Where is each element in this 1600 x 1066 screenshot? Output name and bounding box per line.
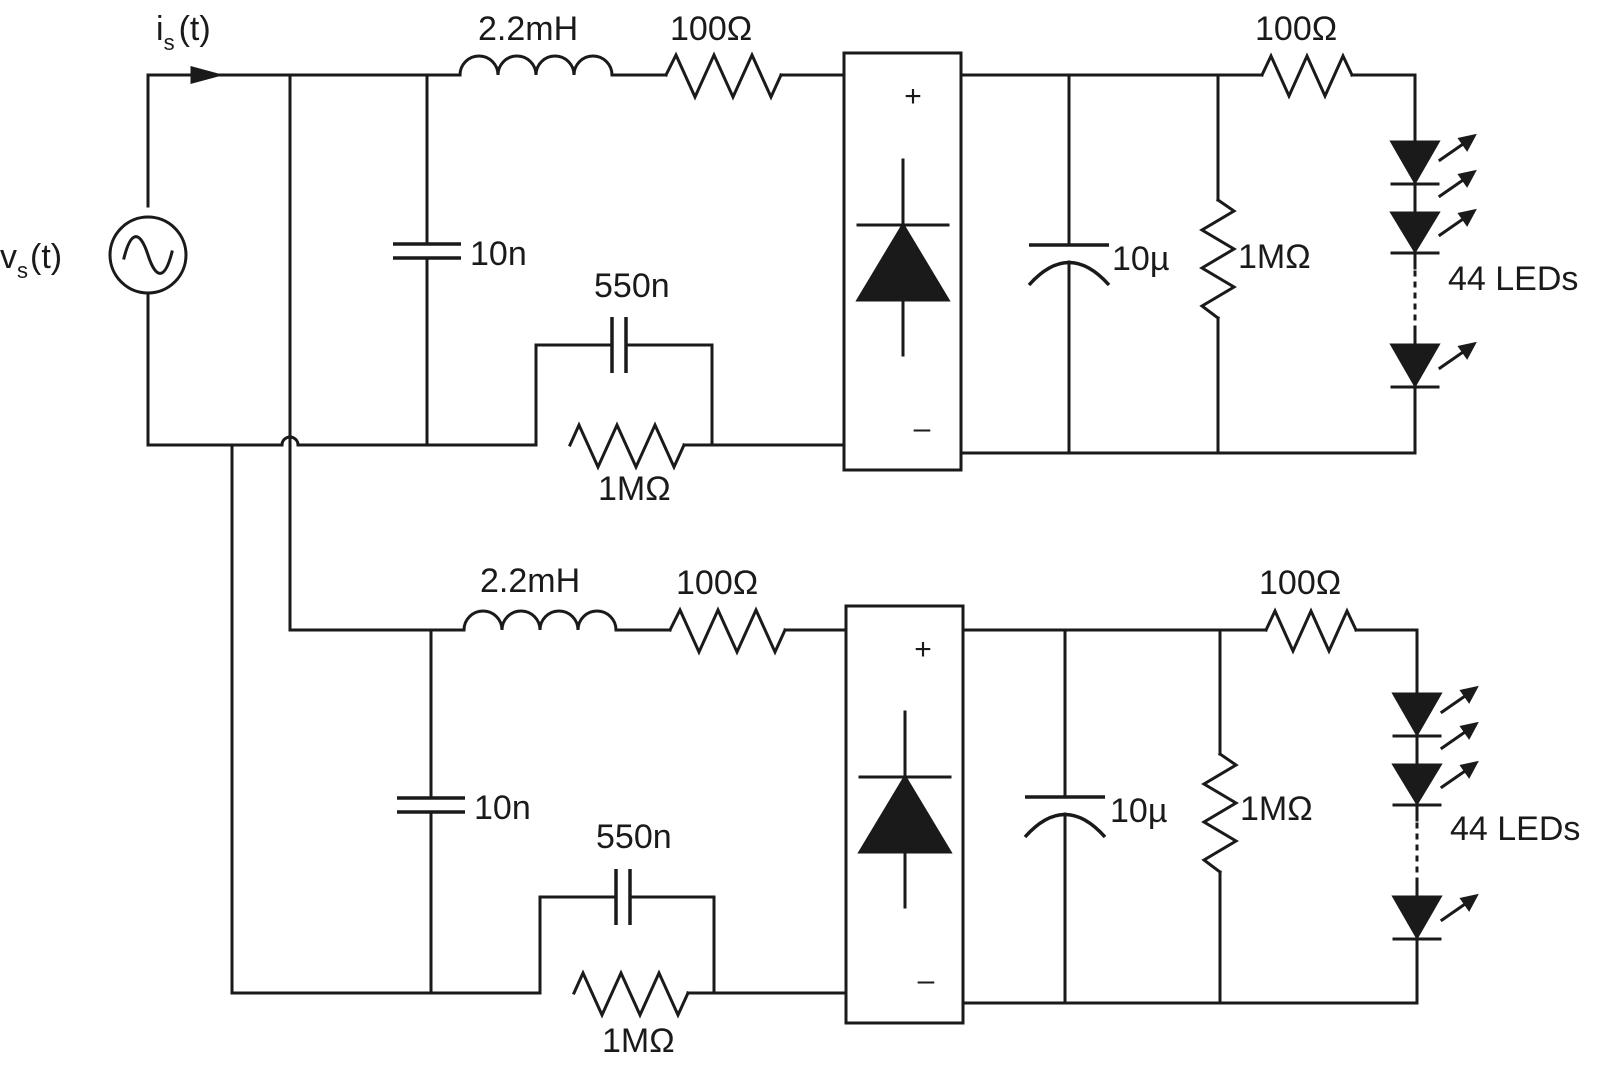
led-resistor-label: 100Ω <box>1255 10 1337 48</box>
bleed-resistor <box>1201 628 1239 1005</box>
led-2 <box>1391 760 1479 807</box>
led-n <box>1389 341 1477 389</box>
parallel-cap-label: 550n <box>594 267 670 305</box>
bleed-resistor <box>1199 73 1237 455</box>
series-resistor-label: 100Ω <box>670 10 752 48</box>
rectifier-block <box>842 51 963 472</box>
inductor <box>462 609 618 632</box>
led-string <box>1391 628 1479 1005</box>
led-1 <box>1389 133 1477 199</box>
ac-source <box>108 73 188 447</box>
dc-cap-label: 10µ <box>1112 240 1169 278</box>
led-2 <box>1389 208 1477 255</box>
inductor-label: 2.2mH <box>480 562 580 600</box>
source-bus-wires <box>146 73 542 995</box>
led-n <box>1391 893 1479 941</box>
rectifier-block <box>844 604 965 1025</box>
input-capacitor <box>393 73 461 447</box>
bleed-resistor-label: 1MΩ <box>1238 238 1311 276</box>
bleed-resistor-label: 1MΩ <box>1240 790 1313 828</box>
rectifier-minus: – <box>914 412 931 445</box>
led-string-label: 44 LEDs <box>1448 260 1578 298</box>
stage-1: 10n 2.2mH 100Ω 550n 1MΩ + – <box>393 10 1578 508</box>
rectifier-plus: + <box>914 633 932 666</box>
rectifier-diode-icon <box>855 158 951 357</box>
dc-capacitor <box>1023 628 1107 1005</box>
source-voltage-label: vs(t) <box>0 238 62 283</box>
input-cap-label: 10n <box>470 235 527 273</box>
inductor <box>458 54 614 77</box>
rectifier-minus: – <box>918 964 935 997</box>
led-1 <box>1391 685 1479 751</box>
input-capacitor <box>397 628 465 995</box>
led-resistor <box>1264 607 1358 655</box>
inductor-label: 2.2mH <box>478 10 578 48</box>
input-cap-label: 10n <box>474 789 531 827</box>
series-resistor <box>663 51 783 101</box>
stage-2: 10n 2.2mH 100Ω 550n 1MΩ + – <box>397 562 1580 1060</box>
led-resistor-label: 100Ω <box>1259 564 1341 602</box>
rc-parallel-network <box>534 317 846 471</box>
parallel-resistor-label: 1MΩ <box>602 1022 675 1060</box>
source-current-label: is(t) <box>156 10 211 55</box>
rectifier-plus: + <box>904 80 922 113</box>
dc-capacitor <box>1027 73 1111 455</box>
series-resistor-label: 100Ω <box>676 564 758 602</box>
rectifier-diode-icon <box>857 710 953 909</box>
rc-parallel-network <box>538 869 848 1019</box>
led-resistor <box>1260 52 1354 100</box>
series-resistor <box>667 606 787 656</box>
led-string-label: 44 LEDs <box>1450 810 1580 848</box>
led-string <box>1389 73 1477 455</box>
parallel-resistor-label: 1MΩ <box>598 470 671 508</box>
parallel-cap-label: 550n <box>596 818 672 856</box>
dc-cap-label: 10µ <box>1110 792 1167 830</box>
